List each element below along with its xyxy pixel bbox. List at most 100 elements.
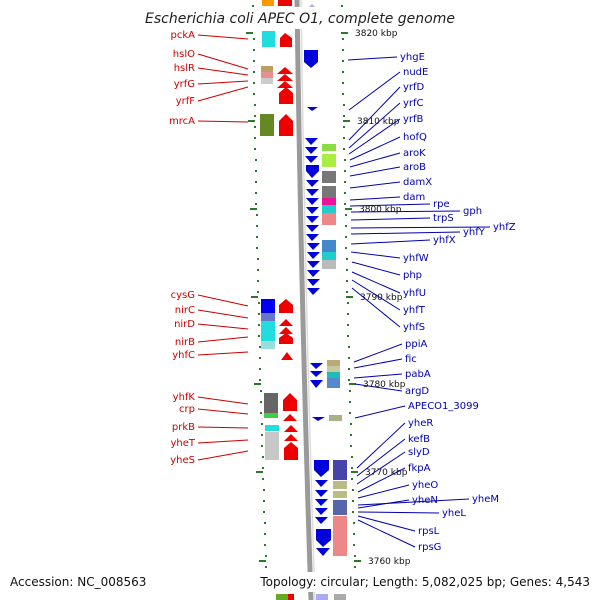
label-leader-line [197,408,249,415]
gene-label-yheS[interactable]: yheS [170,455,195,466]
label-leader-line [357,515,416,532]
tick-marker [254,148,256,150]
minus-strand-arrow [315,508,328,515]
gene-label-fic[interactable]: fic [405,354,417,365]
tick-marker [253,93,255,95]
minus-strand-arrow [315,499,328,506]
tick-marker [263,511,265,513]
gene-label-php[interactable]: php [403,270,422,281]
label-leader-line [197,80,249,85]
gene-label-rpe[interactable]: rpe [433,199,450,210]
gene-label-ppiA[interactable]: ppiA [405,339,427,350]
gene-label-nirB[interactable]: nirB [175,337,195,348]
tick-marker [261,423,263,425]
label-leader-line [349,152,401,168]
gene-label-yhfU[interactable]: yhfU [403,288,426,299]
gene-label-yhfS[interactable]: yhfS [403,322,425,333]
gene-label-damX[interactable]: damX [403,177,432,188]
tick-marker [351,478,353,480]
tick-marker [257,280,259,282]
feature-block [327,378,340,388]
gene-label-slyD[interactable]: slyD [408,447,430,458]
gene-label-yrfG[interactable]: yrfG [174,79,195,90]
gene-label-yhfT[interactable]: yhfT [403,305,426,316]
gene-label-yhfY[interactable]: yhfY [463,227,486,238]
gene-label-trpS[interactable]: trpS [433,213,454,224]
gene-label-yheL[interactable]: yheL [442,508,466,519]
genome-backbone [294,0,314,600]
gene-label-yheM[interactable]: yheM [472,494,499,505]
feature-block [265,432,279,460]
gene-label-yhgE[interactable]: yhgE [400,52,425,63]
scale-tick-right [345,208,352,210]
gene-label-yrfF[interactable]: yrfF [176,96,196,107]
gene-label-yrfD[interactable]: yrfD [403,82,425,93]
gene-label-yheN[interactable]: yheN [412,495,438,506]
gene-label-nirD[interactable]: nirD [174,319,195,330]
tick-marker [342,49,344,51]
gene-label-yhfC[interactable]: yhfC [172,350,195,361]
label-leader-line [349,203,431,207]
gene-label-nirC[interactable]: nirC [175,305,195,316]
gene-label-APECO1_3099[interactable]: APECO1_3099 [408,401,479,412]
feature-block [278,0,292,6]
tick-marker [344,170,346,172]
gene-label-nudE[interactable]: nudE [403,67,428,78]
gene-label-pckA[interactable]: pckA [171,30,196,41]
gene-label-hofQ[interactable]: hofQ [403,132,427,143]
minus-strand-arrow [316,548,330,556]
gene-label-dam[interactable]: dam [403,192,425,203]
tick-marker [343,115,345,117]
label-leader-line [349,166,401,177]
gene-label-yhfW[interactable]: yhfW [403,253,429,264]
gene-label-yhfZ[interactable]: yhfZ [493,222,516,233]
gene-label-pabA[interactable]: pabA [405,369,431,380]
label-leader-line [197,396,249,405]
gene-label-yrfC[interactable]: yrfC [403,98,424,109]
gene-label-hslO[interactable]: hslO [173,49,195,60]
feature-block [264,413,278,418]
gene-label-mrcA[interactable]: mrcA [169,116,195,127]
label-leader-line [350,231,461,235]
gene-label-fkpA[interactable]: fkpA [408,463,431,474]
tick-marker [348,368,350,370]
gene-label-aroB[interactable]: aroB [403,162,426,173]
feature-block [261,78,273,84]
tick-marker [354,566,356,568]
tick-marker [348,379,350,381]
tick-marker [342,93,344,95]
gene-label-crp[interactable]: crp [179,404,195,415]
feature-block [322,186,336,198]
gene-label-kefB[interactable]: kefB [408,434,430,445]
gene-label-yheO[interactable]: yheO [412,480,438,491]
gene-label-prkB[interactable]: prkB [172,422,195,433]
gene-label-yhfK[interactable]: yhfK [173,392,196,403]
scale-label: 3820 kbp [355,29,398,39]
feature-block [261,341,275,349]
gene-label-rpsL[interactable]: rpsL [418,526,440,537]
gene-label-argD[interactable]: argD [405,386,429,397]
gene-label-yrfB[interactable]: yrfB [403,114,424,125]
gene-label-rpsG[interactable]: rpsG [418,542,441,553]
minus-strand-arrow [312,417,325,421]
tick-marker [264,544,266,546]
tick-marker [252,5,254,7]
gene-label-yheR[interactable]: yheR [408,418,433,429]
tick-marker [346,269,348,271]
scale-label: 3760 kbp [368,557,411,567]
gene-label-hslR[interactable]: hslR [174,63,195,74]
tick-marker [259,368,261,370]
tick-marker [259,357,261,359]
gene-label-yheT[interactable]: yheT [170,438,195,449]
tick-marker [258,335,260,337]
gene-label-cysG[interactable]: cysG [171,290,195,301]
tick-marker [345,225,347,227]
right-gene-labels: yhgEnudEyrfDyrfCyrfBhofQaroKaroBdamXdamr… [347,52,516,553]
minus-strand-arrow [307,243,320,250]
plus-strand-arrow [283,414,297,421]
gene-label-yhfX[interactable]: yhfX [433,235,456,246]
gene-label-gph[interactable]: gph [463,206,482,217]
gene-label-aroK[interactable]: aroK [403,148,426,159]
tick-marker [259,379,261,381]
